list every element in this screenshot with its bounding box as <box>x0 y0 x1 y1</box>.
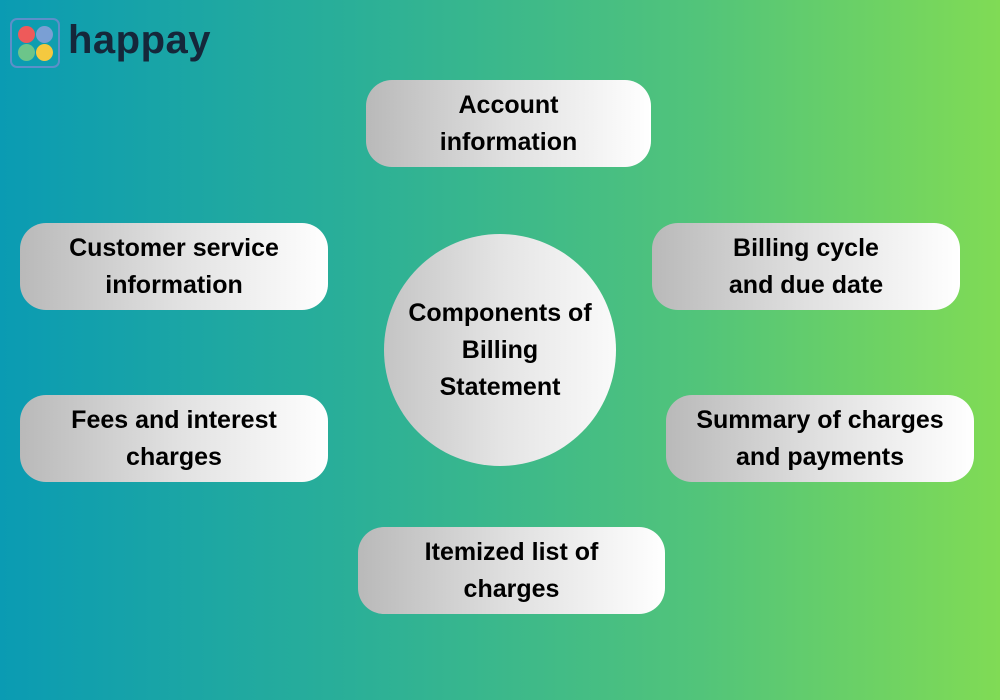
node-customer-service: Customer service information <box>20 223 328 310</box>
center-topic: Components of Billing Statement <box>384 234 616 466</box>
logo-text: happay <box>68 18 212 62</box>
node-summary-charges: Summary of charges and payments <box>666 395 974 482</box>
node-account-information: Account information <box>366 80 651 167</box>
node-fees-interest: Fees and interest charges <box>20 395 328 482</box>
node-itemized-list: Itemized list of charges <box>358 527 665 614</box>
happay-logo: happay <box>10 18 211 68</box>
node-billing-cycle: Billing cycle and due date <box>652 223 960 310</box>
logo-mark-icon <box>10 18 60 68</box>
